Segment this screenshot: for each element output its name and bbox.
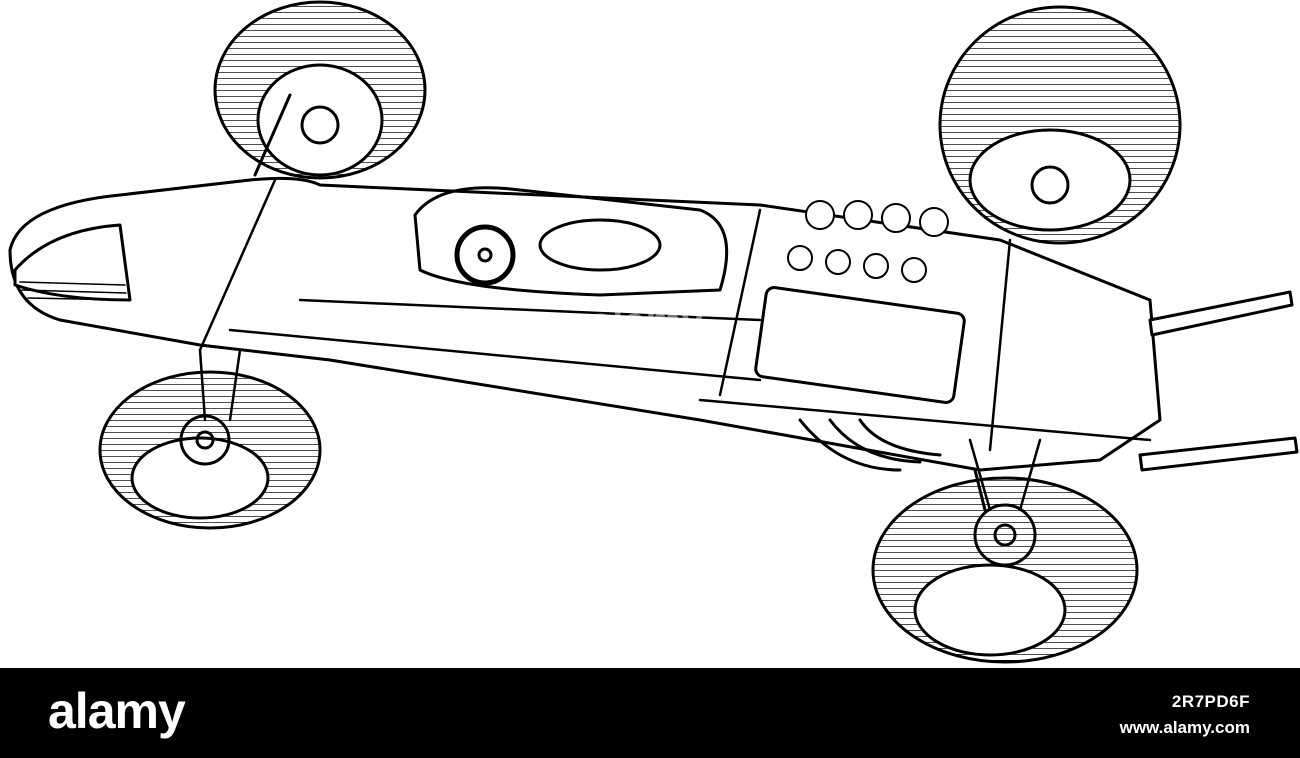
front-right-wheel: [98, 370, 322, 530]
steering-wheel: [454, 224, 516, 286]
rear-right-wheel: [871, 468, 1139, 664]
chassis-outline: [8, 176, 1162, 472]
image-id-label: 2R7PD6F: [1171, 692, 1250, 711]
exhaust-pipe-lower: [1138, 436, 1299, 472]
front-left-wheel: [213, 0, 427, 180]
stock-footer-bar: alamy 2R7PD6F www.alamy.com: [0, 668, 1300, 758]
site-url-link[interactable]: www.alamy.com: [1119, 718, 1250, 737]
race-car-illustration: alamy: [8, 0, 1299, 664]
cockpit-rim: [413, 186, 729, 297]
race-car-drawing: [8, 0, 1299, 664]
brand-logo[interactable]: alamy: [48, 683, 186, 739]
nose-cone: [13, 223, 132, 302]
exhaust-pipe-upper: [1148, 290, 1294, 337]
engine-block: [754, 286, 966, 404]
seat: [538, 218, 662, 272]
rear-left-wheel: [938, 5, 1182, 245]
